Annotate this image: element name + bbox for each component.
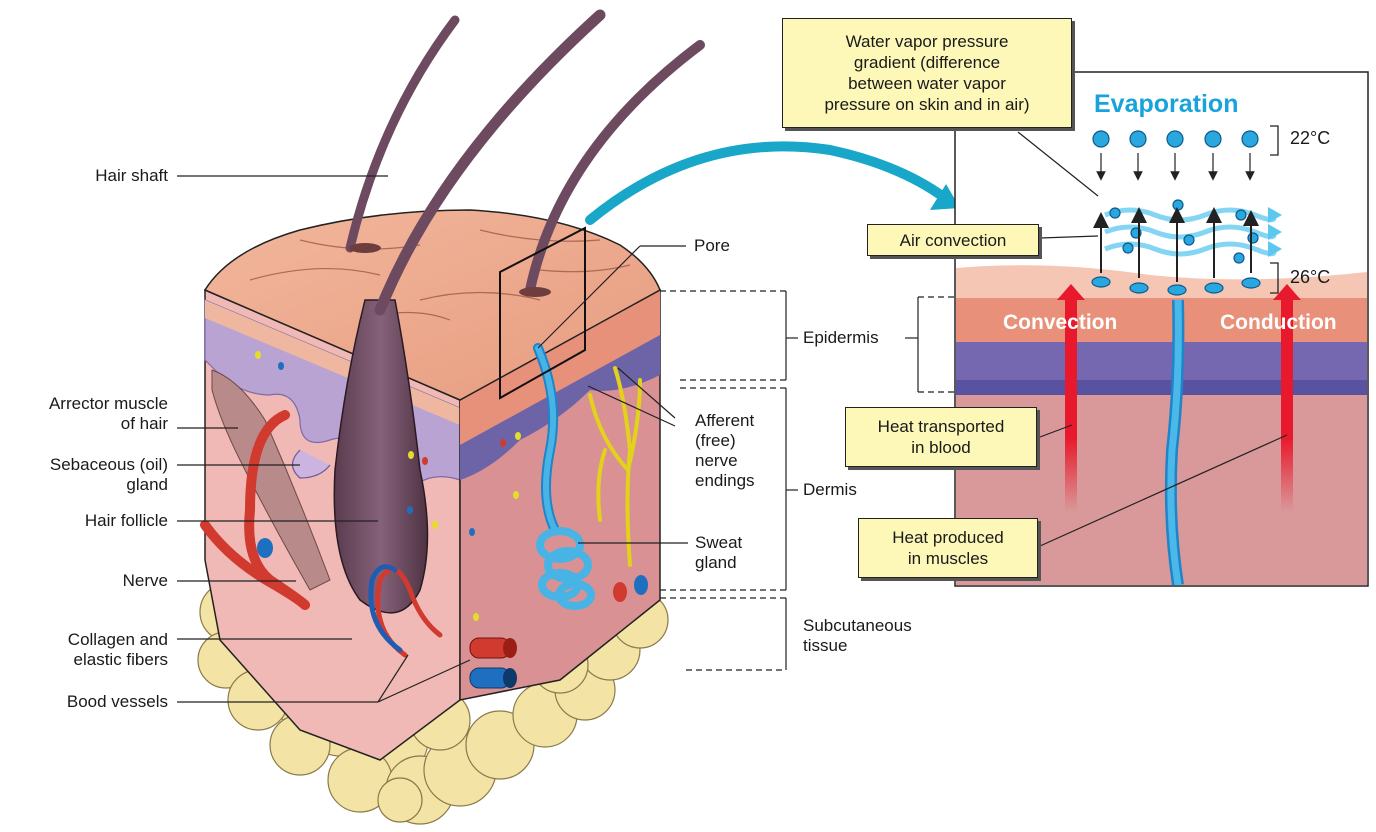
- label-blood-vessels: Bood vessels: [8, 692, 168, 712]
- label-afferent-nerve-endings: Afferent (free) nerve endings: [695, 411, 755, 491]
- temperature-skin: 26°C: [1290, 267, 1330, 288]
- label-nerve: Nerve: [8, 571, 168, 591]
- convection-label: Convection: [1003, 311, 1117, 335]
- skin-block: [198, 15, 700, 824]
- label-sweat-gland: Sweat gland: [695, 533, 742, 573]
- label-subcutaneous-tissue: Subcutaneous tissue: [803, 616, 912, 656]
- label-sebaceous-gland: Sebaceous (oil) gland: [8, 455, 168, 495]
- evaporation-title: Evaporation: [1094, 90, 1238, 119]
- water-vapor-gradient-box: Water vapor pressure gradient (differenc…: [782, 18, 1072, 128]
- temperature-air: 22°C: [1290, 128, 1330, 149]
- label-arrector-muscle: Arrector muscle of hair: [8, 394, 168, 434]
- air-convection-box: Air convection: [867, 224, 1039, 256]
- label-dermis: Dermis: [803, 480, 857, 500]
- label-epidermis: Epidermis: [803, 328, 879, 348]
- conduction-label: Conduction: [1220, 311, 1337, 335]
- label-pore: Pore: [694, 236, 730, 256]
- heat-transported-blood-box: Heat transported in blood: [845, 407, 1037, 467]
- label-hair-shaft: Hair shaft: [40, 166, 168, 186]
- heat-produced-muscles-box: Heat produced in muscles: [858, 518, 1038, 578]
- label-collagen-fibers: Collagen and elastic fibers: [8, 630, 168, 670]
- label-hair-follicle: Hair follicle: [8, 511, 168, 531]
